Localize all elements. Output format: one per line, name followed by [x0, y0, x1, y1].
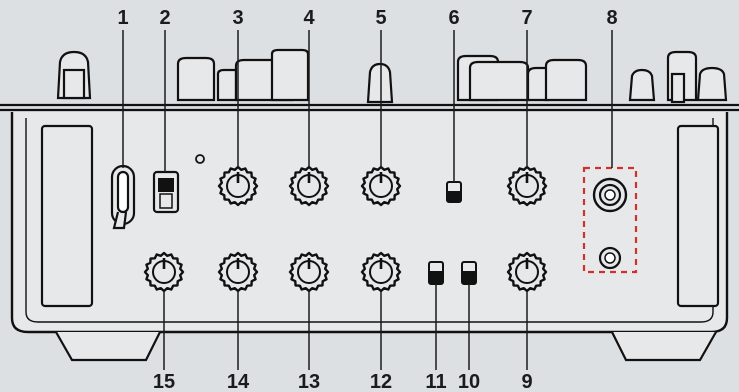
indicator-led — [195, 154, 205, 164]
top-controls — [56, 48, 728, 104]
jack-highlight-box — [582, 166, 638, 274]
callout-1: 1 — [117, 7, 128, 29]
callout-5: 5 — [375, 7, 386, 29]
right-side-window — [676, 124, 720, 308]
left-side-window — [40, 124, 94, 308]
top-mid-knob — [366, 62, 394, 104]
callout-6: 6 — [448, 7, 459, 29]
toggle-lever-control[interactable] — [110, 164, 136, 230]
callout-13: 13 — [298, 371, 320, 392]
callout-12: 12 — [370, 371, 392, 392]
top-right-knob-a — [628, 68, 656, 102]
panel-body — [0, 103, 739, 362]
knob-9[interactable] — [506, 251, 548, 293]
callout-numbers-top: 1 2 3 4 5 6 7 8 — [117, 7, 617, 29]
top-right-knob-b — [696, 66, 728, 102]
right-foot — [611, 331, 717, 362]
callout-numbers-bottom: 15 14 13 12 11 10 9 — [153, 371, 533, 392]
top-fader-a — [176, 56, 216, 102]
knob-4[interactable] — [288, 165, 330, 207]
knob-5[interactable] — [360, 165, 402, 207]
mini-switch-6[interactable] — [446, 181, 462, 203]
callout-9: 9 — [521, 371, 532, 392]
callout-2: 2 — [159, 7, 170, 29]
callout-10: 10 — [458, 371, 480, 392]
callout-11: 11 — [425, 371, 446, 392]
mini-switch-10[interactable] — [461, 261, 477, 285]
top-fader-f — [468, 60, 530, 102]
top-fader-b — [216, 68, 238, 102]
left-foot — [55, 331, 161, 362]
top-fader-h — [544, 58, 588, 102]
callout-15: 15 — [153, 371, 175, 392]
callout-7: 7 — [521, 7, 532, 29]
top-fader-g — [526, 66, 550, 102]
callout-8: 8 — [606, 7, 617, 29]
callout-4: 4 — [303, 7, 315, 29]
panel-housing — [10, 112, 729, 334]
knob-14[interactable] — [217, 251, 259, 293]
top-right-fader-cap — [670, 72, 686, 104]
knob-15[interactable] — [143, 251, 185, 293]
top-fader-d — [270, 48, 310, 102]
knob-3[interactable] — [217, 165, 259, 207]
knob-12[interactable] — [360, 251, 402, 293]
knobs — [143, 165, 548, 293]
headphone-jacks[interactable] — [582, 166, 638, 274]
callout-3: 3 — [232, 7, 243, 29]
knob-7[interactable] — [506, 165, 548, 207]
slide-switch-control[interactable] — [152, 170, 180, 214]
top-left-knob-shaft — [62, 68, 86, 100]
knob-13[interactable] — [288, 251, 330, 293]
callout-14: 14 — [227, 371, 250, 392]
leader-lines — [122, 30, 613, 370]
mini-switch-11[interactable] — [428, 261, 444, 285]
